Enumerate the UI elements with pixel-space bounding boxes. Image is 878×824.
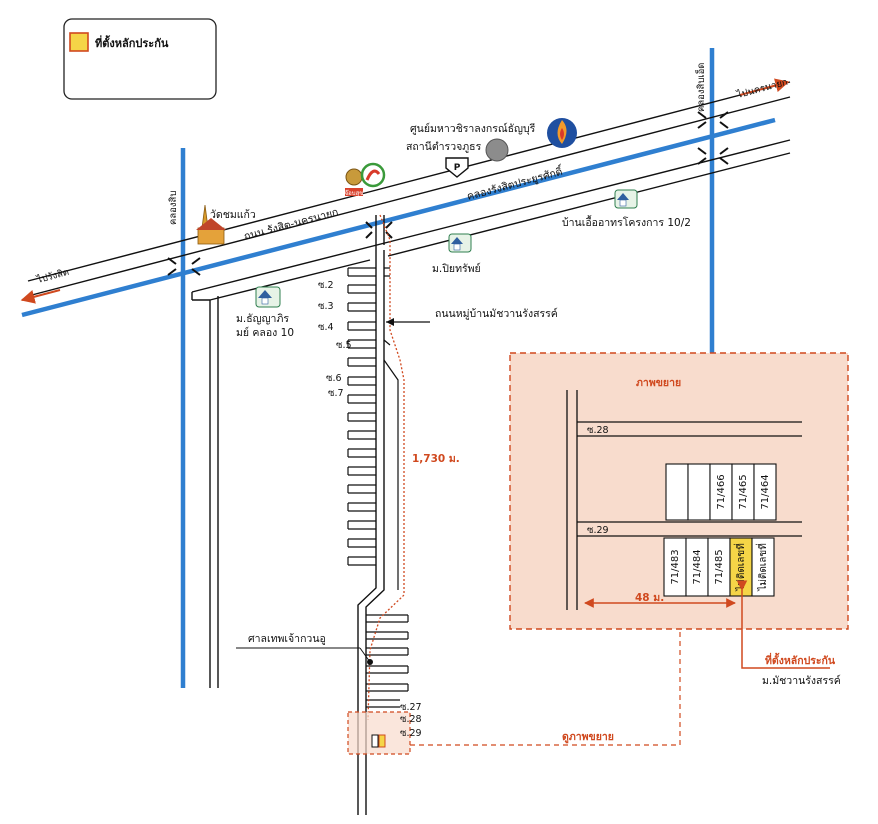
shrine-dot: [367, 659, 373, 665]
soi-label: ซ.27: [400, 702, 422, 713]
temple-label: วัดชมแก้ว: [210, 209, 256, 221]
coin-icon: จ๊อบสุข: [345, 168, 364, 197]
soi-label: ซ.29: [400, 728, 422, 739]
plot-parcel: [687, 463, 711, 521]
plot-number-label: 71/466: [716, 474, 727, 509]
view-enlarge-link[interactable]: ดูภาพขยาย: [562, 731, 614, 744]
soi-label: ซ.28: [400, 714, 422, 725]
police-circle-icon: [485, 138, 509, 162]
plot-parcel: [665, 463, 689, 521]
to-rangsit-label: ไปรังสิต: [35, 266, 70, 286]
ua-athorn-label: บ้านเอื้ออาทรโครงการ 10/2: [562, 215, 691, 229]
plots-upper: 71/466 71/465 71/464: [665, 463, 777, 521]
shrine-label: ศาลเทพเจ้ากวนอู: [248, 633, 326, 645]
soi-label: ซ.2: [318, 280, 334, 291]
route-to-collateral: [367, 214, 405, 721]
legend-swatch: [69, 32, 89, 52]
soi-label: ซ.6: [326, 373, 342, 384]
plot-number-label: 71/484: [692, 549, 703, 584]
soi-branches: [347, 267, 409, 708]
arrow-to-nakhon-nayok: [739, 78, 790, 96]
legend: ที่ตั้งหลักประกัน: [63, 18, 217, 100]
inset-distance: 48 ม.: [635, 592, 664, 604]
plot-parcel: [753, 463, 777, 521]
khlong-sip-label: คลองสิบ: [168, 191, 179, 225]
village-road: [357, 215, 385, 815]
bridge-icon: [167, 111, 729, 276]
soi-label: ซ.7: [328, 388, 344, 399]
medical-center-label: ศูนย์มหาวชิราลงกรณ์ธัญบุรี: [410, 122, 536, 135]
collateral-pointer: [736, 580, 830, 669]
temple-icon: [196, 204, 226, 245]
house-icon-thanya: [255, 286, 281, 308]
parking-letter: P: [454, 163, 461, 173]
village-road-label: ถนนหมู่บ้านมัชวานรังสรรค์: [435, 307, 558, 320]
soi-label: ซ.3: [318, 301, 334, 312]
thanya-label-1: ม.ธัญญาภิร: [236, 313, 289, 325]
soi-label: ซ.5: [336, 340, 352, 351]
police-station-label: สถานีตำรวจภูธร: [406, 140, 482, 153]
plot-number-label: ไม่ติดเลขที่: [733, 543, 747, 592]
highway-rangsit-nakhon-nayok: [20, 78, 791, 304]
plot-parcel: [751, 537, 775, 597]
inset-title: ภาพขยาย: [636, 377, 681, 389]
soi-label: ซ.4: [318, 322, 334, 333]
coin-logo-text: จ๊อบสุข: [345, 190, 364, 197]
inset-soi-29: ซ.29: [587, 525, 609, 536]
plot-number-label: 71/485: [714, 549, 725, 584]
collateral-location-label: ที่ตั้งหลักประกัน: [765, 652, 836, 667]
plot-number-label: 71/465: [738, 474, 749, 509]
thanya-label-2: มย์ คลอง 10: [236, 326, 294, 339]
legend-label: ที่ตั้งหลักประกัน: [95, 35, 169, 50]
arrow-to-rangsit: [20, 289, 61, 304]
plot-number-label: ไม่ติดเลขที่: [755, 543, 769, 592]
khlong-sip-et-label: คลองสิบเอ็ด: [694, 63, 707, 112]
main-distance-label: 1,730 ม.: [412, 453, 460, 465]
parking-sign-icon: P: [445, 157, 469, 178]
house-icon-ua-athorn: [614, 189, 638, 209]
plot-number-label: 71/464: [760, 474, 771, 509]
inset-enlarged-view: ภาพขยาย ซ.28 ซ.29 71/466 71/465 71/464 71/…: [509, 352, 849, 630]
village-name-label: ม.มัชวานรังสรรค์: [762, 674, 841, 687]
piyasap-label: ม.ปิยทรัพย์: [432, 262, 481, 275]
plots-lower: 71/483 71/484 71/485 ไม่ติดเลขที่ ไม่ติดเลขท…: [663, 537, 775, 597]
canal-rangsit-prayoonsak: [21, 117, 776, 318]
house-icon-piyasap: [448, 233, 472, 253]
inset-soi-28: ซ.28: [587, 425, 609, 436]
fire-icon: [547, 118, 577, 148]
to-nakhon-nayok-label: ไปนครนายก: [735, 76, 789, 101]
petrol-station-icon: [360, 162, 386, 188]
plot-number-label: 71/483: [670, 549, 681, 584]
